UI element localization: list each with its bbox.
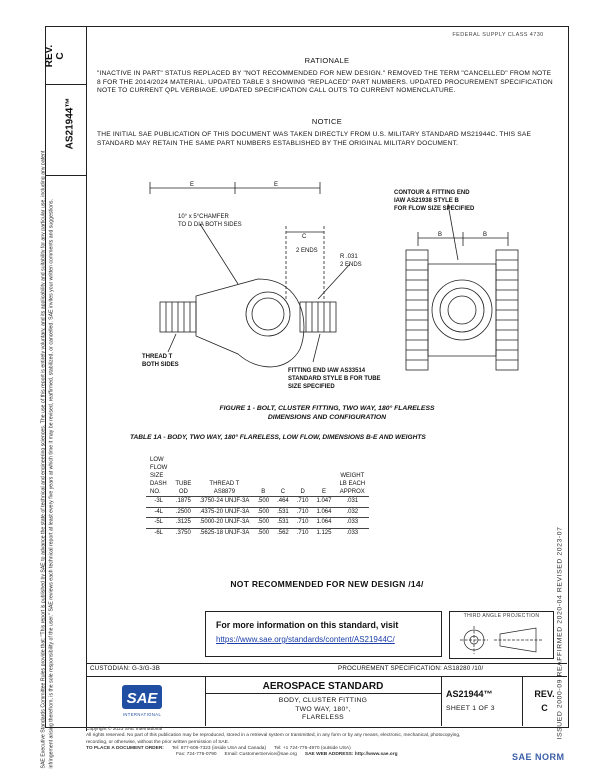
side-revision: REV. C: [44, 44, 66, 68]
fig-label-contour-3: FOR FLOW SIZE SPECIFIED: [394, 206, 475, 212]
projection-label: THIRD ANGLE PROJECTION: [463, 613, 540, 619]
col-tube-od: TUBE OD: [171, 456, 196, 497]
col-dash-no: LOW FLOW SIZE DASH NO.: [146, 456, 172, 497]
side-rule-1: [45, 84, 87, 85]
tb-divider-1: [205, 676, 206, 726]
notice-heading: NOTICE: [311, 117, 343, 126]
fig-label-chamfer-1: 10° x 5°CHAMFER: [178, 214, 229, 220]
tb-document-number: AS21944™: [446, 689, 493, 699]
fig-label-contour-2: IAW AS21938 STYLE B: [394, 198, 459, 204]
custodian: CUSTODIAN: G-3/G-3B: [90, 665, 161, 672]
fig-label-c: C: [302, 234, 307, 240]
fig-label-thread-1: THREAD T: [142, 354, 173, 360]
tb-rule: [205, 693, 441, 694]
side-divider: [86, 26, 87, 731]
fig-label-chamfer-2: TO D DIA BOTH SIDES: [178, 222, 242, 228]
fig-label-fitting-3: SIZE SPECIFIED: [288, 384, 335, 390]
fig-label-c-ends: 2 ENDS: [296, 248, 318, 254]
col-b: B: [253, 456, 274, 497]
col-e: E: [312, 456, 336, 497]
page-frame: [45, 26, 569, 728]
dimensions-table: LOW FLOW SIZE DASH NO. TUBE OD THREAD T …: [146, 456, 370, 538]
col-weight: WEIGHT LB EACH APPROX: [335, 456, 370, 497]
svg-text:SAE: SAE: [127, 690, 159, 707]
projection-box: THIRD ANGLE PROJECTION: [449, 611, 554, 659]
projection-symbol-icon: [460, 626, 542, 654]
fig-label-r-ends: 2 ENDS: [340, 262, 362, 268]
side-document-number: AS21944™: [64, 97, 76, 150]
table-header-row: LOW FLOW SIZE DASH NO. TUBE OD THREAD T …: [146, 456, 370, 497]
rationale-heading: RATIONALE: [304, 56, 350, 65]
fig-label-fitting-2: STANDARD STYLE B FOR TUBE: [288, 376, 381, 382]
tb-rev-label: REV.: [534, 689, 555, 699]
sae-logo: SAE INTERNATIONAL: [122, 685, 162, 717]
custodian-rule-bottom: [86, 676, 567, 677]
tb-divider-2: [441, 676, 442, 726]
svg-text:INTERNATIONAL: INTERNATIONAL: [123, 712, 162, 717]
document-title: BODY, CLUSTER FITTING TWO WAY, 180°, FLA…: [278, 697, 368, 721]
not-recommended-notice: NOT RECOMMENDED FOR NEW DESIGN /14/: [230, 579, 424, 589]
info-title: For more information on this standard, v…: [216, 620, 399, 630]
watermark: SAE NORM: [512, 752, 565, 762]
aerospace-standard: AEROSPACE STANDARD: [262, 681, 384, 692]
supply-class-stamp: FEDERAL SUPPLY CLASS 4730: [452, 32, 544, 38]
fig-label-thread-2: BOTH SIDES: [142, 362, 179, 368]
table-caption: TABLE 1A - BODY, TWO WAY, 180° FLARELESS…: [130, 434, 426, 441]
rationale-text: "INACTIVE IN PART" STATUS REPLACED BY "N…: [97, 70, 553, 95]
fig-label-fitting-1: FITTING END IAW AS33514: [288, 368, 366, 374]
info-box: For more information on this standard, v…: [205, 611, 442, 657]
side-legal-notice: SAE Executive Standards Committee Rules …: [40, 150, 55, 769]
tb-sheet: SHEET 1 OF 3: [446, 705, 495, 712]
side-rule-2: [45, 175, 87, 176]
fig-label-b2: B: [483, 232, 487, 238]
col-thread: THREAD T AS8879: [195, 456, 254, 497]
fig-label-r: R .031: [340, 254, 358, 260]
col-c: C: [273, 456, 293, 497]
info-link[interactable]: https://www.sae.org/standards/content/AS…: [216, 635, 395, 644]
figure-caption: FIGURE 1 - BOLT, CLUSTER FITTING, TWO WA…: [219, 405, 435, 421]
custodian-rule-top: [86, 663, 567, 664]
figure-drawing: E E 10° x 5°CHAMFER TO D DIA BOTH SIDES …: [142, 182, 519, 390]
tb-divider-3: [522, 676, 523, 726]
copyright-footer: Copyright © 2023 SAE International All r…: [86, 727, 461, 758]
procurement-spec: PROCUREMENT SPECIFICATION: AS18280 /10/: [338, 665, 484, 672]
fig-label-b1: B: [438, 232, 442, 238]
notice-text: THE INITIAL SAE PUBLICATION OF THIS DOCU…: [97, 131, 532, 147]
tb-rev-value: C: [541, 703, 548, 713]
fig-label-contour-1: CONTOUR & FITTING END: [394, 190, 470, 196]
fig-label-e2: E: [274, 182, 278, 188]
col-d: D: [292, 456, 313, 497]
fig-label-e1: E: [190, 182, 194, 188]
